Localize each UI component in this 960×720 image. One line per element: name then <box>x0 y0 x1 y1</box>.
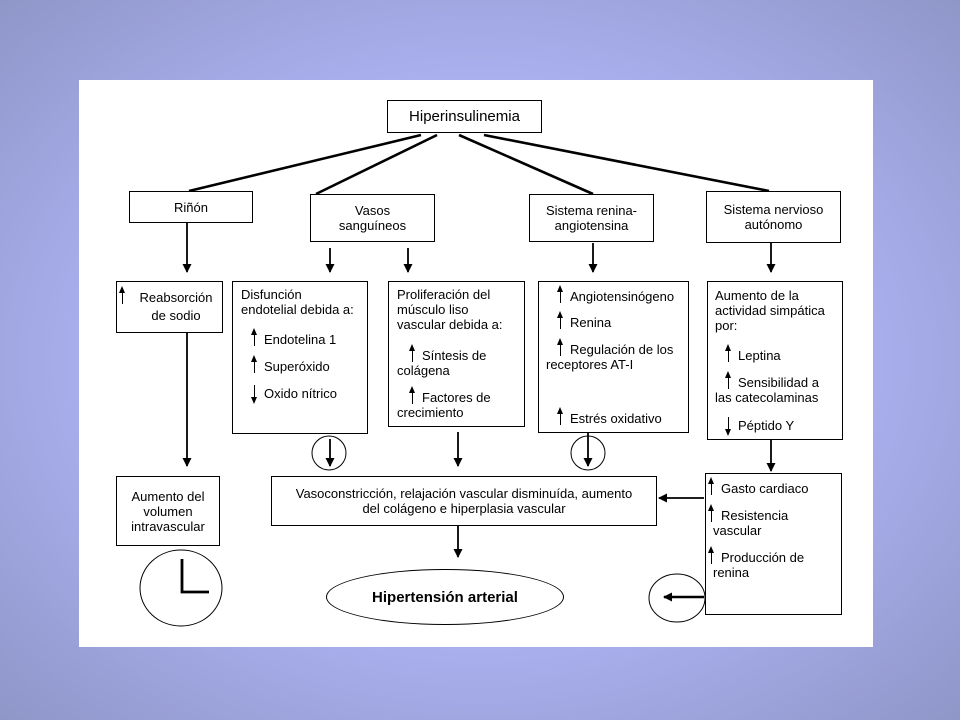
renina-item-regulacion-line2: receptores AT-I <box>546 357 634 372</box>
elbow-volumen <box>180 559 209 594</box>
category-renina-line1: Sistema renina- <box>545 203 638 218</box>
category-nervioso-line2: autónomo <box>744 217 803 232</box>
gasto-item-resistencia-line2: vascular <box>713 523 762 538</box>
circle-endotelio <box>311 435 347 471</box>
gasto-item-resistencia-line1: Resistencia <box>707 504 789 523</box>
simpatica-title-line3: por: <box>715 318 738 333</box>
category-rinon: Riñón <box>129 191 253 223</box>
disfuncion-item-oxido: Oxido nítrico <box>251 385 337 404</box>
proliferacion-item-sintesis-line2: colágena <box>397 363 450 378</box>
gasto-box: Gasto cardiaco Resistencia vascular Prod… <box>705 473 842 615</box>
reabsorcion-line1: Reabsorción <box>119 286 220 305</box>
line-root-nervioso <box>483 133 770 193</box>
renina-item-regulacion-line1: Regulación de los <box>556 338 674 357</box>
gasto-item-gasto: Gasto cardiaco <box>707 477 809 496</box>
disfuncion-title-line1: Disfunción <box>241 287 302 302</box>
disfuncion-title-line2: endotelial debida a: <box>241 302 354 317</box>
line-root-renina <box>458 133 594 196</box>
renina-items-box: Angiotensinógeno Renina Regulación de lo… <box>538 281 689 433</box>
proliferacion-item-factores-line1: Factores de <box>409 386 491 405</box>
category-vasos-line1: Vasos <box>354 203 391 218</box>
renina-item-renina: Renina <box>556 311 612 330</box>
simpatica-item-sensibilidad-line2: las catecolaminas <box>715 390 819 405</box>
proliferacion-item-factores-line2: crecimiento <box>397 405 464 420</box>
diagram-slide: Hiperinsulinemia Riñón Vasos sanguíneos … <box>79 80 873 647</box>
proliferacion-item-sintesis-line1: Síntesis de <box>408 344 487 363</box>
disfuncion-box: Disfunción endotelial debida a: Endoteli… <box>232 281 368 434</box>
result-oval: Hipertensión arterial <box>326 569 564 625</box>
line-root-rinon <box>188 133 422 193</box>
category-renina: Sistema renina- angiotensina <box>529 194 654 242</box>
volumen-box: Aumento del volumen intravascular <box>116 476 220 546</box>
volumen-line1: Aumento del <box>131 488 205 504</box>
gasto-item-produccion-line2: renina <box>713 565 750 580</box>
simpatica-item-peptido: Péptido Y <box>724 417 795 436</box>
volumen-line3: intravascular <box>131 518 205 534</box>
reabsorcion-line2: de sodio <box>151 308 201 323</box>
gasto-item-produccion-line1: Producción de <box>707 546 805 565</box>
simpatica-title-line2: actividad simpática <box>715 303 825 318</box>
category-renina-line2: angiotensina <box>554 218 629 233</box>
result-label: Hipertensión arterial <box>372 588 518 606</box>
category-vasos: Vasos sanguíneos <box>310 194 435 242</box>
simpatica-item-sensibilidad-line1: Sensibilidad a <box>725 371 819 390</box>
vaso-line1: Vasoconstricción, relajación vascular di… <box>295 486 633 501</box>
root-label: Hiperinsulinemia <box>409 108 520 125</box>
circle-volumen <box>139 549 223 627</box>
simpatica-box: Aumento de la actividad simpática por: L… <box>707 281 843 440</box>
line-root-vasos <box>315 133 438 196</box>
renina-item-angiotensinogeno: Angiotensinógeno <box>556 285 675 304</box>
category-nervioso-line1: Sistema nervioso <box>723 202 824 217</box>
vaso-box: Vasoconstricción, relajación vascular di… <box>271 476 657 526</box>
disfuncion-item-superoxido: Superóxido <box>251 355 330 374</box>
simpatica-title-line1: Aumento de la <box>715 288 799 303</box>
renina-item-estres: Estrés oxidativo <box>557 407 662 426</box>
reabsorcion-box: Reabsorción de sodio <box>116 281 223 333</box>
proliferacion-title-line1: Proliferación del <box>397 287 491 302</box>
proliferacion-box: Proliferación del músculo liso vascular … <box>388 281 525 427</box>
volumen-line2: volumen <box>143 503 193 519</box>
category-rinon-label: Riñón <box>174 199 208 215</box>
proliferacion-title-line2: músculo liso <box>397 302 469 317</box>
vaso-line2: del colágeno e hiperplasia vascular <box>362 501 566 516</box>
category-nervioso: Sistema nervioso autónomo <box>706 191 841 243</box>
disfuncion-item-endotelina: Endotelina 1 <box>250 328 337 347</box>
connector-lines <box>139 133 776 627</box>
simpatica-item-leptina: Leptina <box>725 344 781 363</box>
proliferacion-title-line3: vascular debida a: <box>397 317 503 332</box>
root-box: Hiperinsulinemia <box>387 100 542 133</box>
circle-renina <box>570 435 606 471</box>
category-vasos-line2: sanguíneos <box>338 218 407 233</box>
